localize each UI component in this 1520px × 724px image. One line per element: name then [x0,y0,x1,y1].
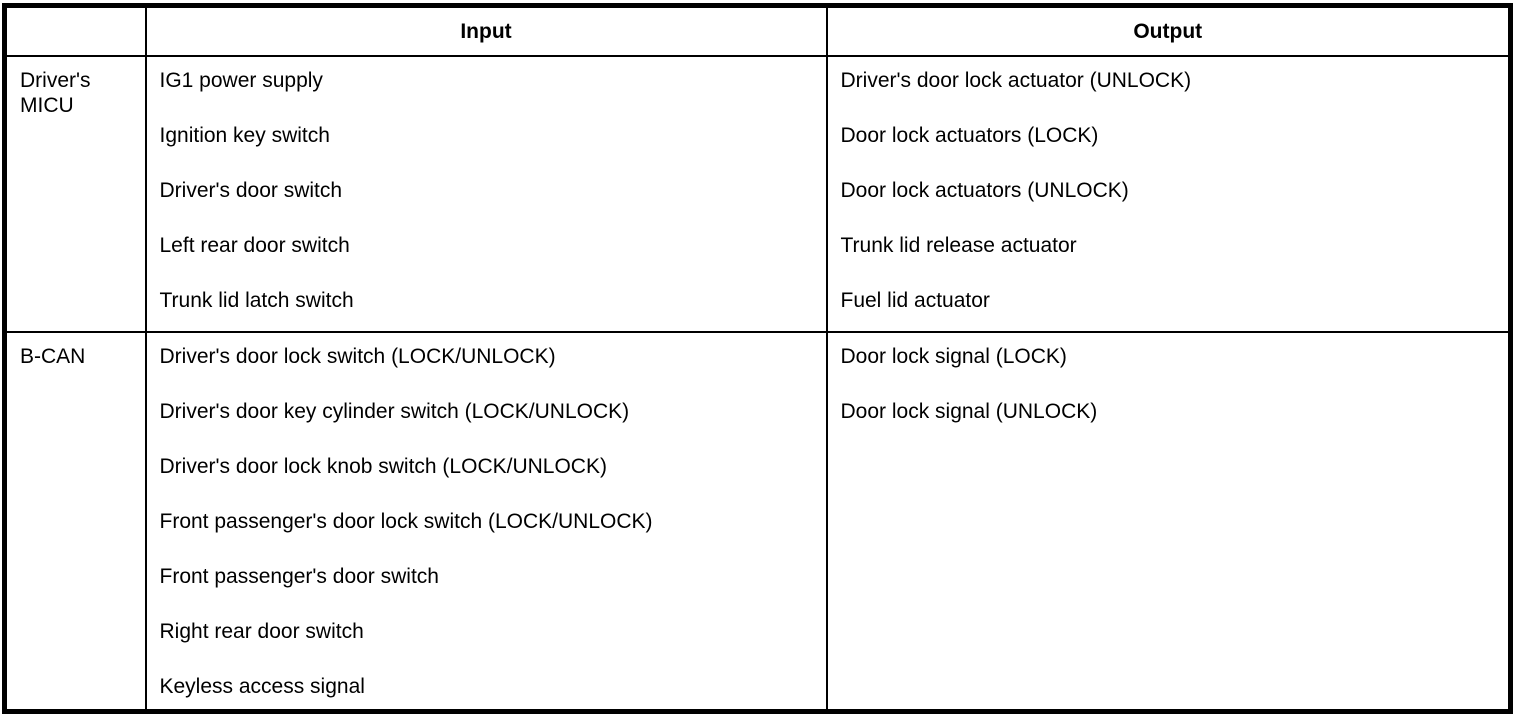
output-column-header: Output [825,4,1512,57]
outputs-cell: Door lock signal (LOCK) Door lock signal… [825,331,1512,713]
output-item: Trunk lid release actuator [840,234,1077,257]
output-item: Door lock signal (UNLOCK) [840,400,1098,423]
input-item: Driver's door lock switch (LOCK/UNLOCK) [159,345,556,368]
input-item: Front passenger's door switch [159,565,439,588]
input-item: Left rear door switch [159,234,350,257]
inputs-cell: Driver's door lock switch (LOCK/UNLOCK) … [144,331,828,713]
header-row: Input Output [3,4,1512,57]
inputs-list: Driver's door lock switch (LOCK/UNLOCK) … [148,334,825,709]
source-cell: B-CAN [3,331,147,713]
corner-cell [3,4,147,57]
input-item: Front passenger's door lock switch (LOCK… [159,510,653,533]
table-row-drivers-micu: Driver's MICU IG1 power supply Ignition … [3,55,1512,333]
outputs-list: Driver's door lock actuator (UNLOCK) Doo… [829,58,1509,323]
output-item: Fuel lid actuator [840,289,990,312]
outputs-cell: Driver's door lock actuator (UNLOCK) Doo… [825,55,1512,333]
input-item: Ignition key switch [159,124,330,147]
source-cell: Driver's MICU [3,55,147,333]
input-item: IG1 power supply [159,69,323,92]
input-item: Driver's door switch [159,179,343,202]
outputs-list: Door lock signal (LOCK) Door lock signal… [829,334,1509,434]
table-row-b-can: B-CAN Driver's door lock switch (LOCK/UN… [3,331,1512,713]
input-item: Right rear door switch [159,620,364,643]
input-item: Driver's door key cylinder switch (LOCK/… [159,400,630,423]
inputs-cell: IG1 power supply Ignition key switch Dri… [144,55,828,333]
input-item: Driver's door lock knob switch (LOCK/UNL… [159,455,607,478]
input-item: Keyless access signal [159,675,365,698]
output-item: Door lock actuators (UNLOCK) [840,179,1129,202]
micu-input-output-table: Input Output Driver's MICU IG1 power sup… [2,3,1513,714]
output-item: Driver's door lock actuator (UNLOCK) [840,69,1192,92]
source-label: Driver's MICU [20,69,91,117]
source-label: B-CAN [20,345,86,368]
input-item: Trunk lid latch switch [159,289,354,312]
input-column-header: Input [144,4,828,57]
output-item: Door lock signal (LOCK) [840,345,1067,368]
inputs-list: IG1 power supply Ignition key switch Dri… [148,58,825,323]
output-item: Door lock actuators (LOCK) [840,124,1099,147]
